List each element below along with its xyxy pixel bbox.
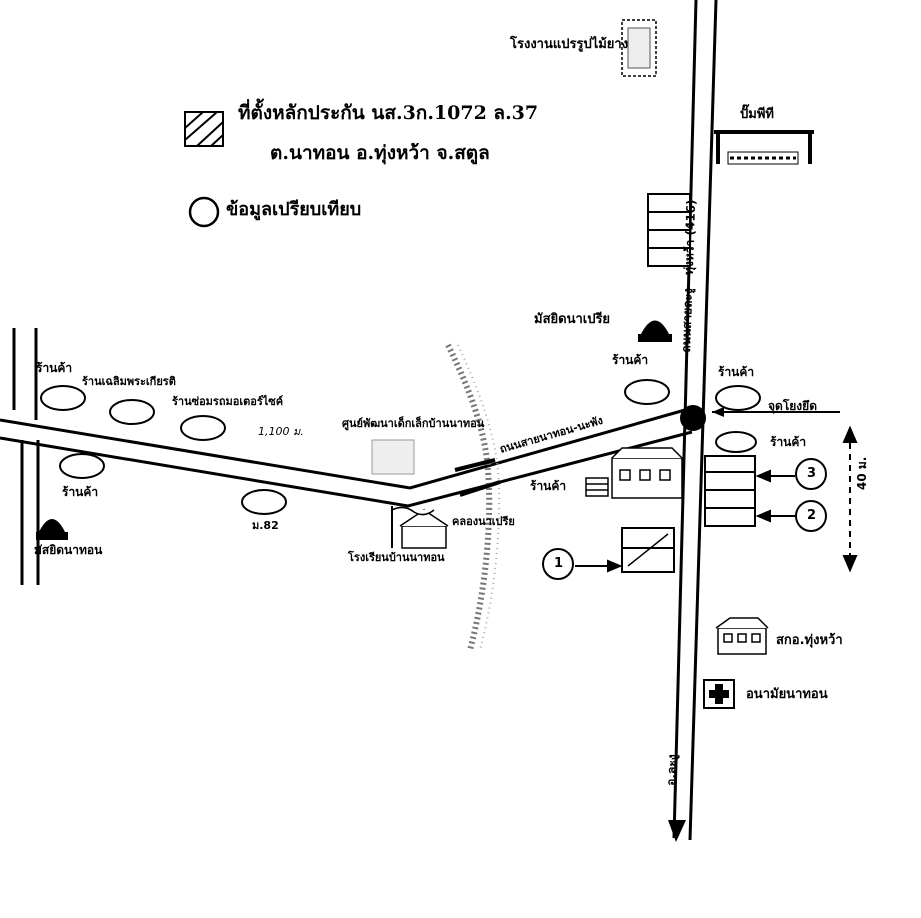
child-center-icon <box>371 439 415 475</box>
collateral-plot <box>621 527 675 573</box>
health-station-label: อนามัยนาทอน <box>746 687 828 702</box>
mosque-icon <box>36 320 672 540</box>
school-label: โรงเรียนบ้านนาทอน <box>348 551 445 564</box>
shop-label: ร้านค้า <box>612 353 649 367</box>
sawmill-label: โรงงานแปรรูปไม้ยาง <box>510 37 629 52</box>
marker-2: 2 <box>807 508 817 523</box>
comparable-label: ข้อมูลเปรียบเทียบ <box>226 199 362 220</box>
hatch-legend-icon <box>184 111 224 147</box>
shop-label: ร้านค้า <box>36 361 73 375</box>
distance-right-label: 40 ม. <box>855 456 869 490</box>
shop-label: ร้านค้า <box>770 435 807 449</box>
mosque-left-label: มัสยิดนาทอน <box>34 543 103 557</box>
shop-label: ร้านซ่อมรถมอเตอร์ไซค์ <box>172 395 284 408</box>
marker-1: 1 <box>554 556 564 571</box>
mosque-right-label: มัสยิดนาเปรีย <box>534 312 611 327</box>
distance-left-label: 1,100 ม. <box>258 425 304 438</box>
marker-arrows <box>575 469 795 573</box>
school-icon <box>391 506 449 549</box>
gas-station-icon <box>714 130 814 165</box>
distance-dimension <box>842 425 858 573</box>
canal-line <box>445 343 493 651</box>
row-buildings-north <box>647 193 691 267</box>
south-arrow-icon <box>668 820 686 842</box>
sawmill-icon <box>621 19 657 77</box>
house-label: ม.82 <box>252 519 279 532</box>
shop-label: ร้านเฉลิมพระเกียรติ <box>82 375 176 388</box>
shop-label: ร้านค้า <box>718 365 755 379</box>
shop-label: ร้านค้า <box>530 479 567 493</box>
gas-station-label: ปั๊มพีที <box>740 107 774 122</box>
junction-point <box>680 405 706 431</box>
canal-label: คลองนาเปรีย <box>452 515 515 528</box>
site-title: ที่ตั้งหลักประกัน นส.3ก.1072 ล.37 <box>238 102 539 124</box>
marker-3: 3 <box>807 466 817 481</box>
row-buildings-east <box>704 455 756 527</box>
health-cross-icon <box>703 679 735 709</box>
shop-building-west <box>585 447 683 499</box>
circle-legend-icon <box>188 196 220 228</box>
branch-road <box>0 406 693 508</box>
marker-circles <box>542 458 827 580</box>
agri-office-label: สกอ.ทุ่งหว้า <box>776 633 843 648</box>
shop-icons <box>40 379 761 515</box>
junction-label: จุดโยงยึด <box>768 399 817 413</box>
child-center-label: ศูนย์พัฒนาเด็กเล็กบ้านนาทอน <box>342 417 485 430</box>
bottom-direction-label: อ.ละงู <box>664 754 680 786</box>
shop-label: ร้านค้า <box>62 485 99 499</box>
left-road <box>12 328 40 585</box>
office-icon <box>715 617 769 655</box>
site-subtitle: ต.นาทอน อ.ทุ่งหว้า จ.สตูล <box>270 142 490 164</box>
